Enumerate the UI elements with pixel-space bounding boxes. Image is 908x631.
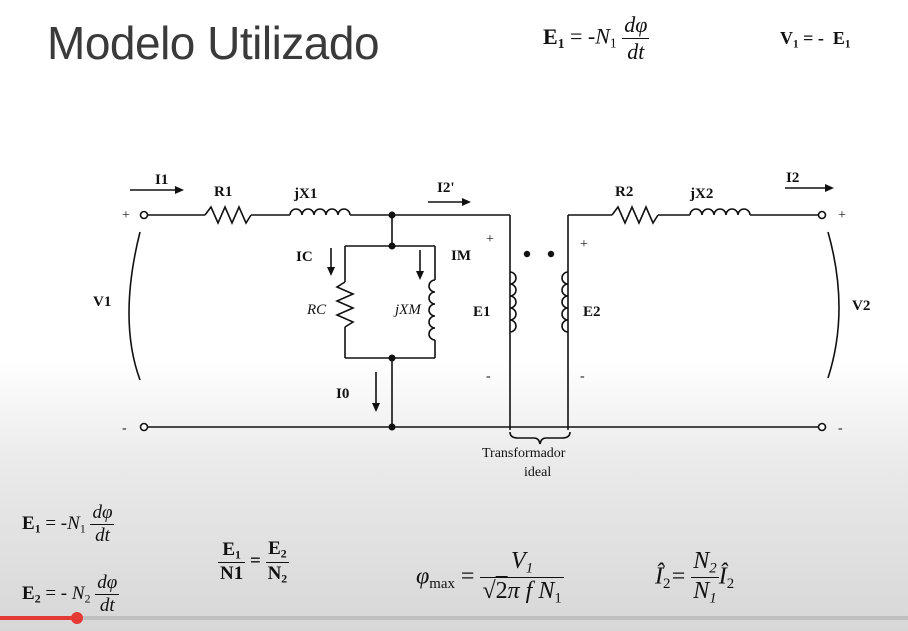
resistor-rc [335, 281, 355, 328]
inductor-xm [428, 279, 436, 341]
label-e1: E1 [473, 304, 491, 320]
v1-arc [128, 231, 141, 381]
primary-coil [509, 271, 517, 333]
label-jx1: jX1 [293, 186, 317, 202]
primary-plus: + [486, 232, 494, 247]
terminal-plus-left: + [122, 208, 130, 223]
label-ic: IC [296, 249, 313, 265]
video-progress-bar[interactable] [0, 612, 908, 624]
v2-arc [827, 231, 840, 379]
label-v2: V2 [852, 298, 870, 314]
resistor-r2 [611, 205, 659, 225]
inductor-x1 [289, 208, 351, 216]
label-r2: R2 [615, 184, 633, 200]
label-im: IM [451, 248, 471, 264]
header-eq-v1: V1 = - E1 [780, 28, 851, 51]
label-transformador: Transformador [482, 446, 566, 461]
secondary-minus: - [580, 369, 585, 384]
label-rc: RC [306, 302, 327, 318]
label-jx2: jX2 [689, 186, 713, 202]
ideal-brace [509, 431, 571, 445]
eq-phimax: φmax = V1√2π f N1 [416, 548, 564, 607]
label-v1: V1 [93, 294, 111, 310]
terminal-minus-left: - [122, 421, 127, 436]
resistor-r1 [204, 205, 252, 225]
label-i0: I0 [336, 386, 349, 402]
video-progress-fill [0, 616, 78, 620]
primary-minus: - [486, 369, 491, 384]
label-jxm: jXM [393, 302, 422, 318]
video-progress-knob[interactable] [71, 612, 84, 624]
terminal-minus-right: - [838, 421, 843, 436]
secondary-plus: + [580, 237, 588, 252]
page-title: Modelo Utilizado [47, 17, 380, 69]
inductor-x2 [689, 208, 751, 216]
label-i2: I2 [786, 170, 799, 186]
terminal-plus-right: + [838, 208, 846, 223]
secondary-coil [561, 271, 569, 333]
label-ideal: ideal [524, 465, 551, 480]
label-e2: E2 [583, 304, 601, 320]
label-i1: I1 [155, 172, 168, 188]
label-r1: R1 [214, 184, 232, 200]
label-i2p: I2' [437, 180, 455, 196]
